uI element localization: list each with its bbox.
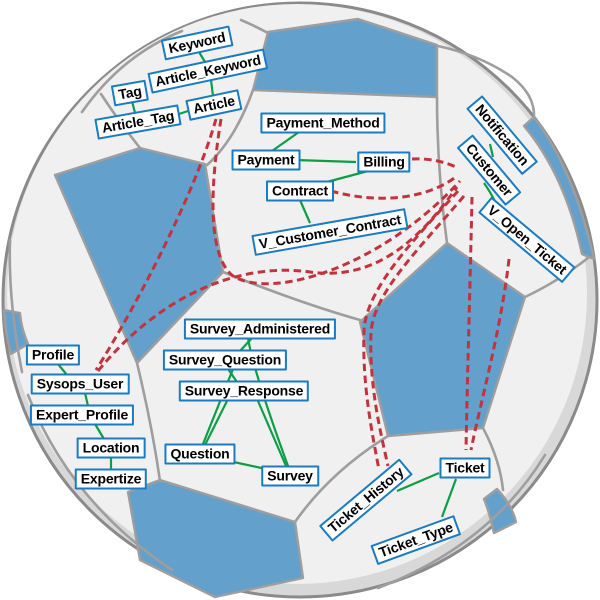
- pentagon-patches: [2, 17, 596, 599]
- red-edge-Customer-Ticket_History: [362, 189, 460, 471]
- red-edge-Article-Sysops_User: [94, 118, 218, 371]
- green-edge-Survey_Response-Survey: [256, 400, 288, 467]
- green-edge-Survey_Response-Question: [204, 400, 228, 446]
- red-edge-Contract-Customer: [330, 174, 458, 200]
- red-edge-Billing-Customer: [411, 157, 457, 169]
- pentagon-center-right: [358, 241, 527, 438]
- pentagon-top: [251, 17, 439, 99]
- pentagon-right-sliver: [522, 115, 596, 261]
- green-edge-Profile-Sysops_User: [57, 363, 68, 376]
- green-edge-Payment_Method-Payment: [271, 131, 300, 152]
- green-edge-Expert_Profile-Location: [94, 423, 105, 440]
- green-edge-Survey_Administered-Survey_Question: [239, 337, 253, 352]
- green-edge-Payment-Billing: [294, 158, 357, 164]
- green-edge-Ticket-Ticket_Type: [440, 478, 458, 518]
- red-edge-Customer-Ticket: [464, 196, 474, 451]
- red-edge-V_Open_Ticket-Ticket: [469, 258, 511, 451]
- green-edge-Sysops_User-Expert_Profile: [83, 392, 90, 407]
- green-edge-Survey_Question-Survey_Response: [227, 368, 238, 383]
